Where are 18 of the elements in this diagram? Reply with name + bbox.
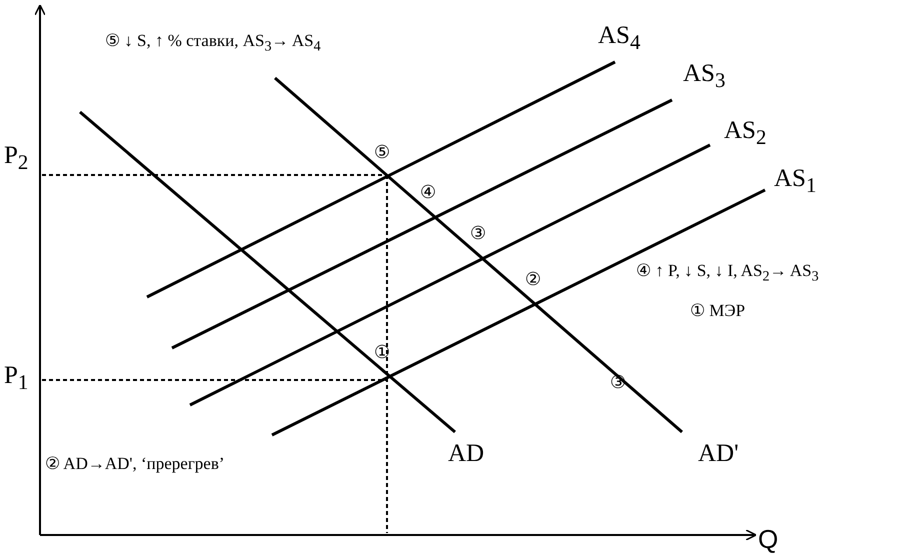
- point-marker: ④: [420, 183, 436, 203]
- point-marker: ①: [374, 343, 390, 363]
- curve-label: AD': [698, 440, 739, 468]
- curve-label: AS$_{2}$: [724, 117, 766, 149]
- annotation-text: ④ ↑ P, ↓ S, ↓ I, AS$_{2}$→ AS$_{3}$: [636, 262, 819, 285]
- axis-label: P$_{2}$: [4, 142, 28, 174]
- curve-label: AD: [448, 440, 484, 468]
- curve-label: AS$_{1}$: [774, 165, 816, 197]
- annotation-text: ① МЭР: [690, 302, 746, 321]
- annotation-text: ⑤ ↓ S, ↑ % ставки, AS$_{3}$→ AS$_{4}$: [105, 32, 321, 55]
- point-marker: ⑤: [374, 143, 390, 163]
- axis-label: Q: [758, 525, 778, 554]
- point-marker: ②: [525, 270, 542, 290]
- curve-label: AS$_{4}$: [598, 22, 640, 54]
- annotation-text: ② AD→AD', ‘пререгрев’: [45, 455, 225, 474]
- axis-label: P$_{1}$: [4, 362, 28, 394]
- point-marker: ③: [470, 224, 486, 244]
- curve-label: AS$_{3}$: [683, 60, 726, 92]
